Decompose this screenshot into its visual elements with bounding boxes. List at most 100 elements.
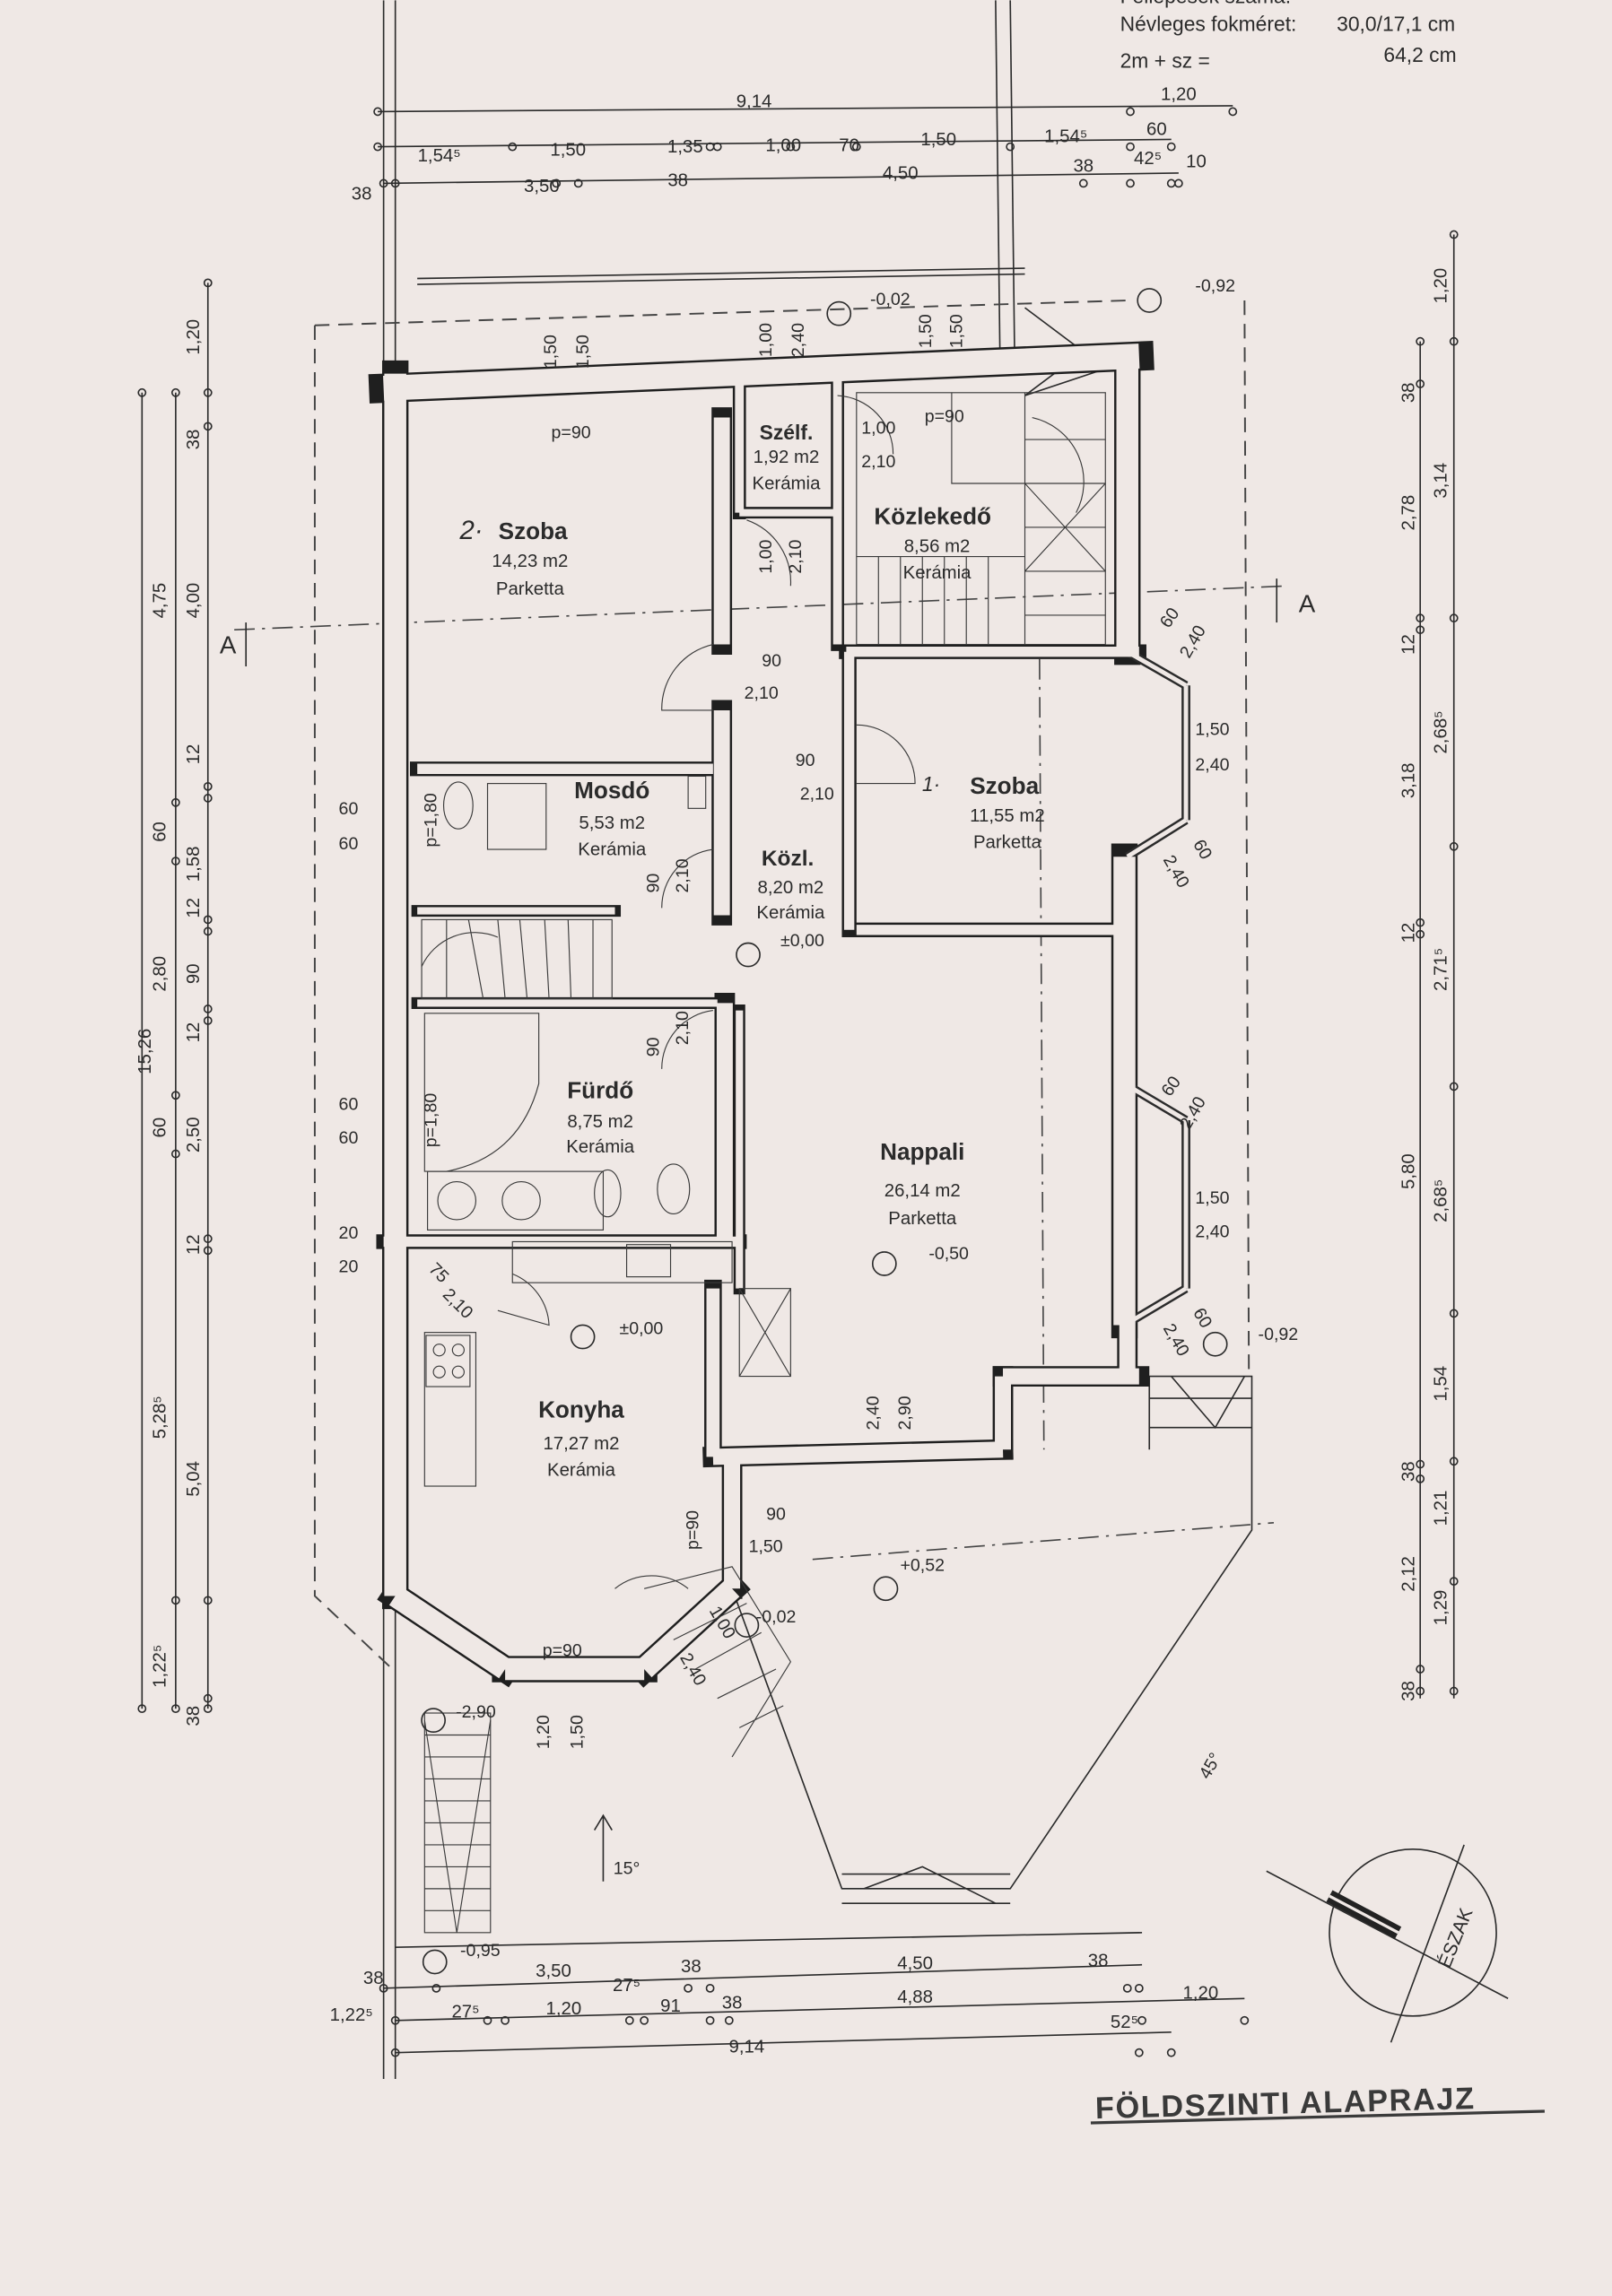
title-underline: [1090, 2109, 1545, 2125]
annotation-level-kozl: ±0,00: [780, 931, 824, 951]
dimension-label: 52⁵: [1111, 2013, 1138, 2032]
dimension-label: 38: [1073, 156, 1094, 176]
dimension-label: 60: [1146, 120, 1167, 140]
dimension-node: [390, 2048, 400, 2057]
dimension-node: [1126, 107, 1135, 117]
burner: [451, 1344, 465, 1357]
dimension-label: 1,20: [546, 1999, 582, 2019]
annotation-win-bottom-a: 1,20: [534, 1715, 553, 1749]
dimension-node: [203, 1596, 213, 1605]
dimension-label: 1,54⁵: [418, 146, 461, 166]
fixtures: [421, 288, 1228, 1975]
annotation-p90-room2: p=90: [551, 422, 590, 442]
dimension-label: 38: [363, 1969, 384, 1988]
dimension-label: 4,50: [897, 1954, 933, 1974]
room-area: 8,20 m2: [758, 878, 824, 898]
dimension-node: [431, 1983, 441, 1993]
dimension-label: 38: [1088, 1951, 1109, 1970]
dimension-label: 12: [184, 1022, 204, 1043]
dimension-node: [203, 794, 213, 803]
annotation-door-mosdo-w: 90: [643, 874, 663, 893]
annotation-bay1-e: 60: [1189, 836, 1216, 863]
annotation-nappali-open-a: 2,40: [863, 1396, 883, 1430]
dimension-label: 27⁵: [613, 1976, 640, 1996]
bay-window-glass: [1123, 1082, 1188, 1123]
dimension-node: [1416, 379, 1425, 388]
annotation-level-nappali: -0,50: [928, 1244, 969, 1264]
annotation-terrace-angle: 45°: [1196, 1750, 1226, 1783]
dimension-node: [1449, 336, 1459, 346]
dimension-label: 1,54⁵: [1044, 127, 1087, 147]
dimension-node: [1416, 929, 1425, 939]
annotation-win-top1-b: 1,50: [573, 335, 593, 369]
dimension-label: 12: [1399, 923, 1419, 944]
shower-icon: [486, 783, 547, 850]
annotation-bay1-b: 2,40: [1176, 622, 1210, 661]
dimension-label: 1,35: [667, 137, 703, 157]
chimney-icon: [738, 1288, 791, 1378]
annotation-level-terrace: +0,52: [900, 1556, 945, 1576]
steps-label: Fellépések száma:: [1120, 0, 1291, 8]
dimension-label: 10: [1186, 152, 1207, 171]
room-number: 2·: [458, 516, 483, 545]
stair-basement: [423, 1712, 492, 1934]
dimension-node: [1449, 613, 1459, 623]
room-floor: Kerámia: [752, 474, 821, 494]
dimension-node: [1416, 1474, 1425, 1483]
room-area: 17,27 m2: [543, 1434, 619, 1454]
nominal-step-label: Névleges fokméret:: [1120, 13, 1297, 36]
room-name: Szélf.: [760, 421, 814, 444]
annotation-door-room2-h: 2,10: [745, 683, 779, 703]
annotation-door-room2-w: 90: [762, 651, 781, 671]
dimension-node: [1416, 613, 1425, 623]
room-area: 1,92 m2: [754, 448, 820, 467]
washbasin-icon: [437, 1180, 477, 1221]
dimension-label: 38: [184, 1706, 204, 1726]
dimension-label: 2,50: [184, 1117, 204, 1152]
north-arrow-icon-inner: [1329, 1894, 1399, 1935]
room-area: 26,14 m2: [884, 1181, 961, 1201]
dimension-label: 3,14: [1432, 463, 1451, 499]
dimension-label: 4,75: [150, 583, 170, 619]
wall-fill: [388, 1587, 511, 1679]
dimension-label: 1,20: [1183, 1983, 1219, 2003]
dimension-node: [508, 142, 518, 152]
dimension-node: [624, 2015, 634, 2025]
wall-fill: [636, 1580, 740, 1678]
annotation-win-top3-b: 1,50: [946, 314, 966, 348]
dimension-label: 38: [722, 1994, 743, 2013]
annotation-bay2-d: 2,40: [1195, 1222, 1229, 1242]
dimension-node: [705, 2015, 715, 2025]
dimension-label: 2,68⁵: [1432, 710, 1451, 753]
dimension-label: 1,54: [1432, 1366, 1451, 1402]
room-floor: Parketta: [496, 579, 565, 599]
walls-fill: [383, 344, 1189, 1681]
level-markers: [421, 288, 1228, 1975]
wall-fill: [383, 344, 1140, 401]
dimension-label: 9,14: [736, 92, 772, 112]
dimension-node: [684, 1983, 693, 1993]
annotation-win-left1-b: 60: [339, 834, 359, 854]
annotation-door-wc-h: 2,10: [786, 539, 806, 573]
outline-dashed: [313, 300, 1128, 1670]
dimension-label: 1,29: [1432, 1590, 1451, 1626]
nominal-step-value: 30,0/17,1 cm: [1337, 13, 1455, 36]
room-area: 8,75 m2: [567, 1112, 633, 1132]
dimension-label: 91: [660, 1996, 681, 2016]
dimension-line: [378, 138, 1172, 148]
kitchen-counter: [423, 1332, 477, 1487]
dimension-label: 42⁵: [1134, 149, 1162, 169]
annotation-door-kitchen-h: 2,10: [439, 1284, 477, 1323]
kitchen-counter-top: [511, 1240, 733, 1283]
dimension-label: 5,04: [184, 1461, 204, 1497]
dimension-node: [379, 178, 388, 188]
annotation-win-top3-a: 1,50: [916, 314, 936, 348]
kitchen-sink-icon: [625, 1244, 672, 1278]
dimension-node: [137, 1704, 147, 1714]
dimension-node: [203, 278, 213, 288]
room-floor: Kerámia: [566, 1137, 635, 1157]
dimension-node: [1228, 107, 1238, 117]
room-floor: Parketta: [973, 832, 1042, 852]
room-name: Szoba: [970, 772, 1039, 799]
